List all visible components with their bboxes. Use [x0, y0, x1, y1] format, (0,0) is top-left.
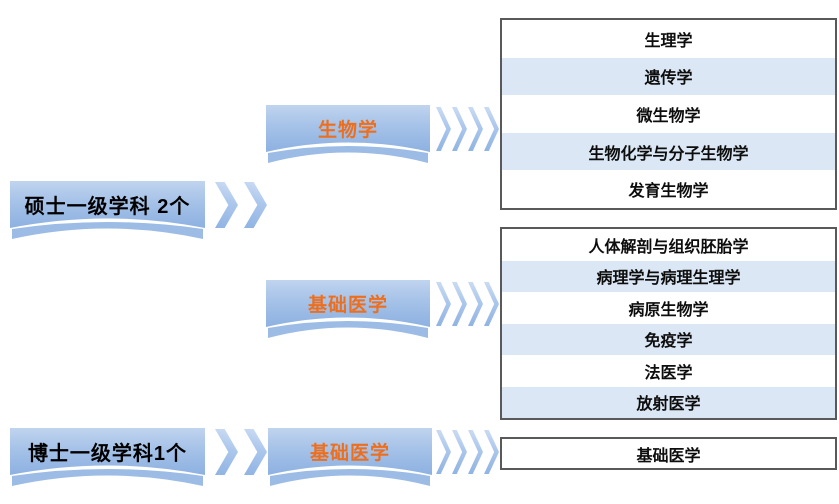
subject-row: 法医学: [644, 364, 693, 382]
doctor-basic-medicine-chevron-arrows: [436, 430, 500, 474]
subject-row: 发育生物学: [628, 183, 709, 201]
chevron-right-icon: [452, 107, 467, 151]
biology-chevron-arrows: [436, 107, 500, 151]
master-chevron-arrows: [215, 182, 273, 228]
subject-row: 基础医学: [636, 447, 701, 465]
chevron-right-icon: [244, 182, 267, 228]
biology-branch-label: 生物学: [317, 120, 378, 141]
subject-row: 生物化学与分子生物学: [502, 132, 835, 171]
chevron-right-icon: [244, 429, 267, 475]
banner-body-shape: 基础医学: [266, 280, 430, 327]
chevron-right-icon: [452, 282, 467, 326]
chevron-right-icon: [215, 429, 238, 475]
banner-body-shape: 博士一级学科1个: [10, 428, 205, 475]
doctor-source-label: 博士一级学科1个: [27, 443, 188, 465]
subject-row: 生理学: [644, 32, 693, 50]
subject-row: 遗传学: [502, 57, 835, 96]
subject-row: 人体解剖与组织胚胎学: [588, 238, 749, 256]
master-source-label: 硕士一级学科 2个: [24, 196, 191, 218]
subject-row: 病原生物学: [628, 301, 709, 319]
subject-row: 放射医学: [502, 386, 835, 418]
basic-medicine-subjects-box: 人体解剖与组织胚胎学 病理学与病理生理学 病原生物学 免疫学 法医学 放射医学: [500, 227, 837, 420]
chevron-right-icon: [436, 282, 451, 326]
doctor-subjects-box: 基础医学: [500, 437, 837, 470]
chevron-right-icon: [484, 430, 499, 474]
banner-body-shape: 硕士一级学科 2个: [10, 181, 205, 228]
basic-medicine-branch-label: 基础医学: [307, 295, 388, 316]
chevron-right-icon: [436, 430, 451, 474]
chevron-right-icon: [468, 282, 483, 326]
subject-row: 免疫学: [502, 323, 835, 355]
chevron-right-icon: [468, 107, 483, 151]
chevron-right-icon: [468, 430, 483, 474]
banner-body-shape: 生物学: [266, 105, 430, 152]
chevron-right-icon: [436, 107, 451, 151]
biology-subjects-box: 生理学 遗传学 微生物学 生物化学与分子生物学 发育生物学: [500, 18, 837, 210]
chevron-right-icon: [484, 282, 499, 326]
doctor-chevron-arrows: [215, 429, 273, 475]
chevron-right-icon: [484, 107, 499, 151]
subject-row: 病理学与病理生理学: [502, 260, 835, 292]
chevron-right-icon: [215, 182, 238, 228]
basic-medicine-chevron-arrows: [436, 282, 500, 326]
chevron-right-icon: [452, 430, 467, 474]
doctor-basic-medicine-branch-label: 基础医学: [309, 443, 390, 464]
subject-row: 微生物学: [636, 107, 701, 125]
banner-body-shape: 基础医学: [268, 428, 432, 475]
